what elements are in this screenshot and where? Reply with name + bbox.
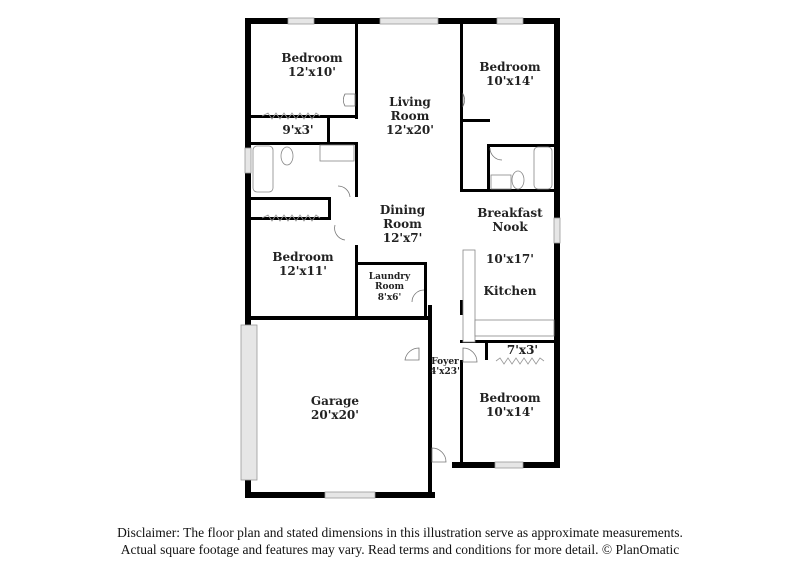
room-label-laundry-room: Laundry Room 8'x6' [362, 272, 417, 303]
room-label-bedroom-ne: Bedroom 10'x14' [465, 60, 555, 89]
room-name-line1: Breakfast [477, 206, 543, 220]
room-label-closet-se: 7'x3' [495, 343, 550, 358]
room-name: Foyer [431, 357, 459, 367]
room-name-line1: Living [389, 95, 431, 109]
room-name: Garage [310, 394, 360, 408]
room-dims: 7'x3' [506, 343, 539, 357]
room-dims: 12'x7' [382, 230, 423, 245]
room-dims: 4'x23' [430, 367, 460, 378]
room-dims: 10'x14' [486, 404, 534, 419]
room-label-kitchen-dims: 10'x17' [475, 252, 545, 267]
room-dims: 20'x20' [311, 407, 359, 422]
room-name-line1: Dining [379, 203, 426, 217]
room-label-bedroom-nw: Bedroom 12'x10' [262, 51, 362, 80]
room-name: Kitchen [483, 284, 537, 298]
disclaimer-line2: Actual square footage and features may v… [120, 542, 680, 557]
room-name: Bedroom [272, 250, 334, 264]
room-name: Bedroom [479, 60, 541, 74]
room-dims: 12'x20' [386, 122, 434, 137]
room-name-line1: Laundry [368, 272, 411, 282]
room-dims: 9'x3' [282, 123, 314, 137]
closet-doors [261, 112, 545, 365]
room-label-bedroom-se: Bedroom 10'x14' [465, 391, 555, 420]
room-label-breakfast-nook: Breakfast Nook [465, 206, 555, 235]
room-name-line2: Room [383, 216, 422, 231]
room-label-bedroom-w: Bedroom 12'x11' [258, 250, 348, 279]
room-label-closet-nw: 9'x3' [268, 123, 328, 138]
room-dims: 10'x14' [486, 73, 534, 88]
disclaimer: Disclaimer: The floor plan and stated di… [0, 524, 800, 558]
room-name-line2: Room [390, 108, 430, 123]
disclaimer-line1: Disclaimer: The floor plan and stated di… [117, 525, 683, 540]
room-name-line2: Nook [492, 219, 528, 234]
doors [334, 92, 503, 463]
room-label-foyer: Foyer 4'x23' [425, 357, 465, 378]
room-label-living-room: Living Room 12'x20' [365, 95, 455, 137]
room-name-line2: Room [374, 282, 404, 293]
windows [240, 17, 561, 499]
fixtures [252, 144, 555, 343]
room-dims: 12'x10' [288, 64, 336, 79]
interior-walls [251, 24, 554, 465]
room-dims: 12'x11' [279, 263, 327, 278]
room-label-kitchen: Kitchen [475, 284, 545, 299]
room-name: Bedroom [479, 391, 541, 405]
room-name: Bedroom [281, 51, 343, 65]
room-dims: 8'x6' [377, 292, 402, 303]
room-label-dining-room: Dining Room 12'x7' [360, 203, 445, 245]
room-label-garage: Garage 20'x20' [290, 394, 380, 423]
room-dims: 10'x17' [486, 252, 534, 266]
